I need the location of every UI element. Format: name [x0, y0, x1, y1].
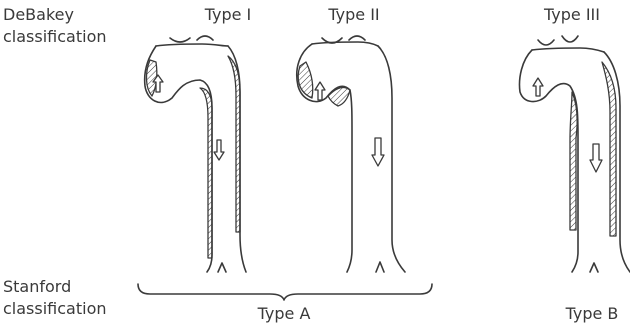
type-ii-aorta — [297, 36, 405, 272]
type-iii-aorta — [520, 36, 630, 272]
type-a-brace — [138, 284, 432, 300]
type-i-aorta — [145, 36, 246, 272]
